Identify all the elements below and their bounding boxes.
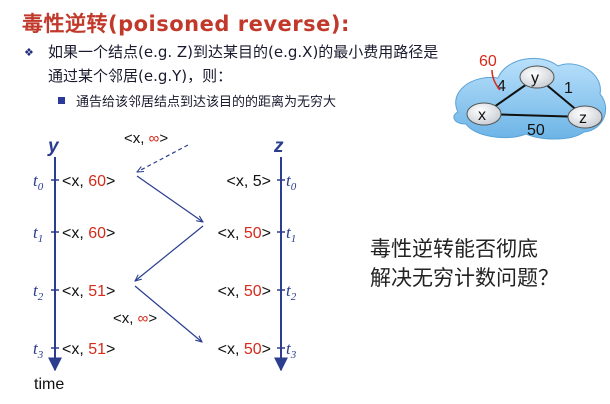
poison-message-1-prefix: <x,	[124, 130, 149, 147]
poison-message-2-suffix: >	[148, 310, 157, 327]
poison-message-2-value: ∞	[138, 310, 149, 327]
message-arrows	[134, 144, 204, 342]
z-axis-label: z	[273, 136, 284, 157]
time-label-right-2-sub: 2	[291, 291, 297, 303]
z-distance-vector-2-value: 50	[244, 283, 262, 300]
bullet-sub: 通告给该邻居结点到达该目的的距离为无穷大	[76, 95, 337, 110]
time-axis-label: time	[34, 376, 64, 393]
time-label-left-1: t1	[33, 223, 43, 245]
question-line-2: 解决无穷计数问题？	[370, 266, 559, 290]
y-axis-label: y	[47, 136, 60, 157]
y-distance-vector-2-value: 51	[88, 283, 106, 300]
time-label-left-3-sub: 3	[37, 349, 44, 361]
time-label-right-1-sub: 1	[291, 233, 297, 245]
time-label-left-2-main: t	[33, 281, 39, 300]
node-y	[519, 65, 555, 89]
square-bullet-icon	[58, 97, 65, 104]
time-label-right-2-main: t	[286, 281, 292, 300]
poison-message-1-arrow	[137, 144, 189, 172]
y-distance-vector-3: <x, 51>	[62, 341, 115, 358]
y-distance-vector-3-suffix: >	[106, 341, 115, 358]
y-distance-vector-1-suffix: >	[106, 225, 115, 242]
y-distance-vector-0-value: 60	[88, 173, 106, 190]
z-distance-vector-3: <x, 50>	[218, 341, 271, 358]
question-line-1: 毒性逆转能否彻底	[370, 237, 538, 261]
time-label-left-2-sub: 2	[38, 291, 44, 303]
time-label-left-3-main: t	[33, 339, 39, 358]
time-label-left-2: t2	[33, 281, 44, 303]
time-label-right-3-sub: 3	[290, 349, 297, 361]
z-distance-vector-1-value: 50	[244, 225, 262, 242]
time-label-right-1-main: t	[286, 223, 292, 242]
poison-message-1: <x, ∞>	[124, 130, 168, 147]
diamond-bullet-icon: ❖	[24, 47, 34, 59]
time-label-left-0-sub: 0	[38, 181, 44, 193]
z-distance-vector-1: <x, 50>	[218, 225, 271, 242]
poison-message-2-prefix: <x,	[113, 310, 138, 327]
time-label-left-0: t0	[33, 171, 44, 193]
update-arrow-y-to-z-1	[136, 175, 203, 222]
y-distance-vector-3-value: 51	[88, 341, 106, 358]
z-distance-vector-0-prefix: <x,	[227, 173, 253, 190]
time-label-right-0-main: t	[286, 171, 292, 190]
y-distance-vector-2: <x, 51>	[62, 283, 115, 300]
time-label-left-3: t3	[33, 339, 44, 361]
y-distance-vector-0-prefix: <x,	[62, 173, 88, 190]
slide-title: 毒性逆转(poisoned reverse):	[22, 12, 350, 36]
y-distance-vector-2-prefix: <x,	[62, 283, 88, 300]
z-distance-vector-1-suffix: >	[262, 225, 271, 242]
z-distance-vector-3-value: 50	[244, 341, 262, 358]
time-label-left-0-main: t	[33, 171, 39, 190]
node-x	[466, 102, 502, 126]
edge-y-z-cost: 1	[564, 80, 573, 97]
y-distance-vector-1-prefix: <x,	[62, 225, 88, 242]
node-z-label: z	[579, 110, 587, 127]
z-distance-vector-0-suffix: >	[262, 173, 271, 190]
changed-cost-label: 60	[479, 53, 497, 70]
z-distance-vector-2-suffix: >	[262, 283, 271, 300]
changed-cost-arrow	[491, 69, 501, 91]
time-label-right-1: t1	[286, 223, 296, 245]
z-distance-vector-2-prefix: <x,	[218, 283, 244, 300]
time-label-left-1-main: t	[33, 223, 39, 242]
y-distance-vector-0: <x, 60>	[62, 173, 115, 190]
y-distance-vector-0-suffix: >	[106, 173, 115, 190]
node-z	[567, 105, 603, 129]
node-y-label: y	[531, 70, 539, 87]
bullet-main: 如果一个结点(e.g. Z)到达某目的(e.g.X)的最小费用路径是通过某个邻居…	[48, 43, 439, 85]
z-distance-vector-1-prefix: <x,	[218, 225, 244, 242]
time-label-right-0: t0	[286, 171, 297, 193]
node-x-label: x	[478, 107, 486, 124]
z-distance-vector-3-prefix: <x,	[218, 341, 244, 358]
poison-message-2: <x, ∞>	[113, 310, 157, 327]
y-distance-vector-1-value: 60	[88, 225, 106, 242]
time-label-right-3-main: t	[286, 339, 292, 358]
time-label-right-0-sub: 0	[291, 181, 297, 193]
y-distance-vector-1: <x, 60>	[62, 225, 115, 242]
edge-x-y-cost: 4	[497, 78, 506, 95]
y-distance-vector-3-prefix: <x,	[62, 341, 88, 358]
update-arrow-y-to-z-2	[134, 285, 202, 342]
poison-message-1-value: ∞	[149, 130, 160, 147]
timeline: y z time	[34, 136, 288, 393]
z-distance-vector-0: <x, 5>	[227, 173, 271, 190]
z-distance-vector-0-value: 5	[253, 173, 262, 190]
time-label-right-3: t3	[286, 339, 297, 361]
question-text: 毒性逆转能否彻底 解决无穷计数问题？	[370, 235, 559, 293]
time-label-right-2: t2	[286, 281, 297, 303]
poison-message-1-suffix: >	[159, 130, 168, 147]
z-distance-vector-3-suffix: >	[262, 341, 271, 358]
time-label-left-1-sub: 1	[38, 233, 44, 245]
z-distance-vector-2: <x, 50>	[218, 283, 271, 300]
edge-x-z-cost: 50	[527, 122, 545, 139]
update-arrow-z-to-y	[135, 225, 204, 281]
network-graph: y x z 4 1 50 60	[453, 53, 606, 140]
y-distance-vector-2-suffix: >	[106, 283, 115, 300]
